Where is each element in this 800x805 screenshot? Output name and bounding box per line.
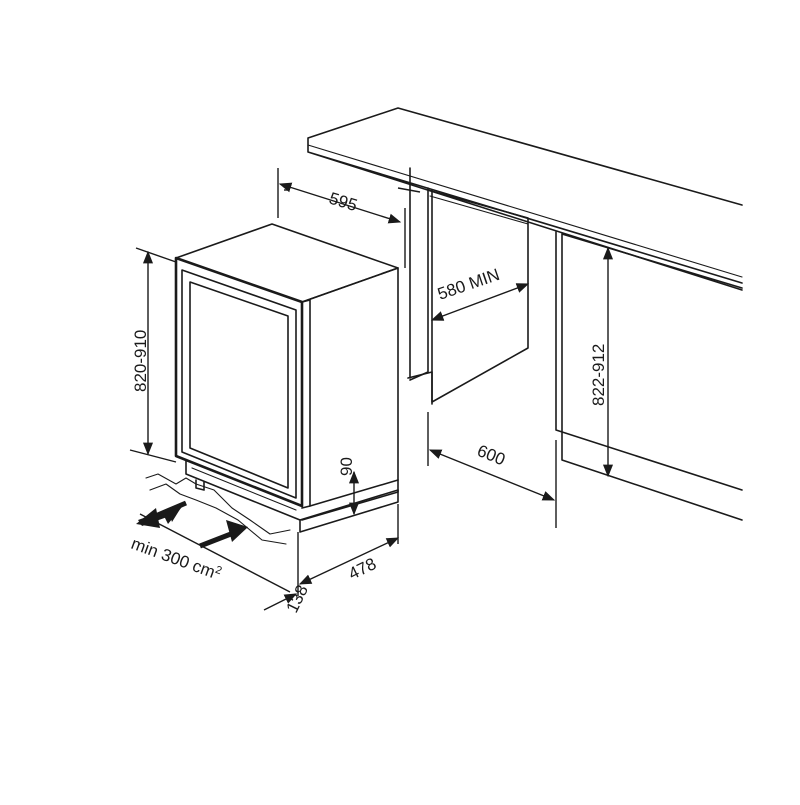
door-frame (174, 256, 304, 508)
dim-width: 595 (277, 168, 421, 268)
wine-cooler (174, 223, 399, 533)
dim-plinth-depth: 138 (263, 582, 313, 616)
dim-cabinet-depth: 600 (427, 412, 557, 528)
kitchen-cabinet (307, 107, 743, 521)
right-cabinet (555, 231, 743, 521)
dim-depth-min: 580 MIN (430, 265, 530, 321)
ventilation-label-sup: 2 (214, 564, 224, 577)
dim-height-cabinet: 822-912 (589, 246, 614, 478)
recess-back (427, 189, 529, 403)
dim-plinth-depth-label: 138 (283, 582, 313, 616)
airflow-in-arrow-icon (199, 520, 248, 549)
worktop (307, 107, 743, 291)
dim-plinth-height-label: 90 (337, 457, 356, 476)
dim-height-unit: 820-910 (129, 247, 177, 463)
dim-cabinet-depth-label: 600 (475, 441, 508, 469)
left-cabinet-side (409, 167, 429, 381)
dim-height-unit-label: 820-910 (131, 330, 150, 392)
dim-plinth-height: 90 (337, 457, 360, 516)
door-glass (189, 281, 289, 489)
airflow-out-arrow-icon (136, 500, 187, 528)
ventilation-label-text: min 300 cm (129, 534, 218, 582)
dim-height-cabinet-label: 822-912 (589, 344, 608, 406)
floor-vent (145, 473, 291, 545)
dim-unit-depth-label: 478 (345, 554, 379, 584)
dim-width-label: 595 (327, 189, 360, 215)
